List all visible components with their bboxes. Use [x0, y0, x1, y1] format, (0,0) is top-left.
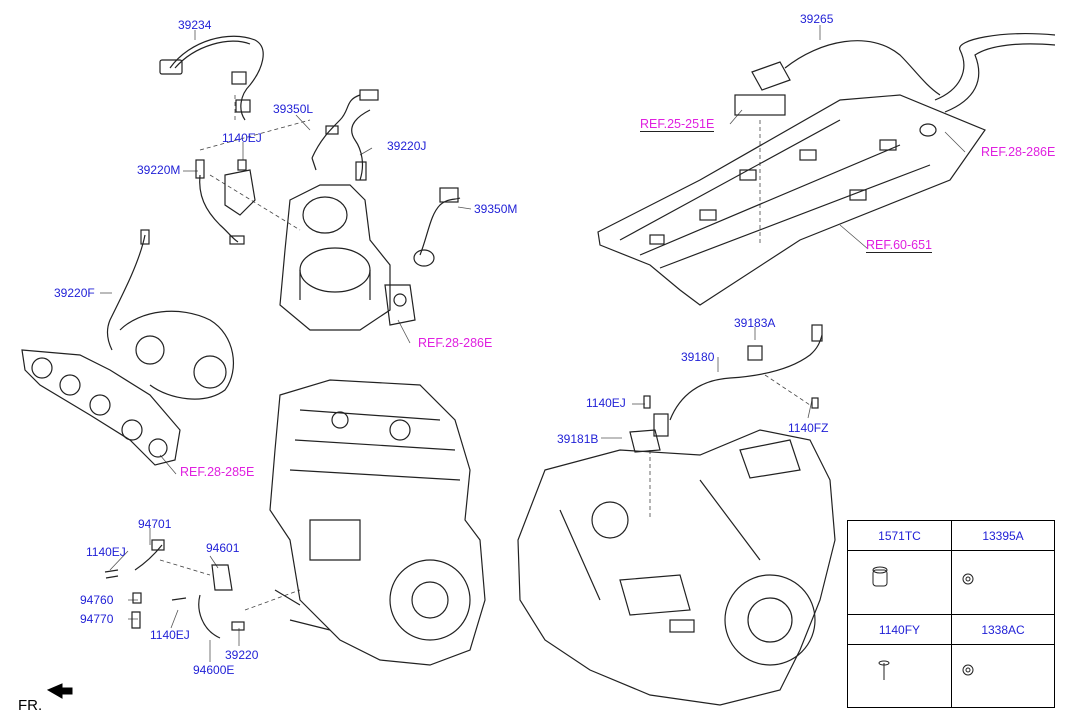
table-cell-13395a-image	[951, 551, 1055, 615]
part-39220m[interactable]: 39220M	[137, 163, 181, 177]
nox-sensor-39265	[734, 40, 941, 116]
floor-panel	[597, 94, 986, 306]
part-39220[interactable]: 39220	[225, 648, 259, 662]
sensor-39350L	[311, 89, 379, 171]
ref-28-286e-top[interactable]: REF.28-286E	[981, 145, 1056, 159]
table-header-1338ac[interactable]: 1338AC	[951, 615, 1055, 645]
sensor-39220F	[106, 229, 150, 351]
exhaust-pipe	[919, 33, 1056, 137]
sensor-94701	[104, 539, 165, 629]
part-94600e[interactable]: 94600E	[193, 663, 235, 677]
table-header-1140fy[interactable]: 1140FY	[848, 615, 952, 645]
table-header-1571tc[interactable]: 1571TC	[848, 521, 952, 551]
sensor-39180	[629, 324, 823, 453]
part-1140ej-top[interactable]: 1140EJ	[222, 131, 262, 145]
part-39220f[interactable]: 39220F	[54, 286, 95, 300]
sensor-39220J	[351, 109, 371, 181]
sensor-94601	[171, 564, 245, 639]
part-1140ej-mid[interactable]: 1140EJ	[586, 396, 626, 410]
table-header-13395a[interactable]: 13395A	[951, 521, 1055, 551]
part-94601[interactable]: 94601	[206, 541, 240, 555]
table-cell-1338ac-image	[951, 645, 1055, 707]
harness-39234	[159, 35, 264, 121]
bracket-1140EJ	[224, 159, 256, 216]
table-cell-1571tc-image	[848, 551, 952, 615]
part-1140ej-bottom[interactable]: 1140EJ	[150, 628, 190, 642]
sensor-39350M	[413, 187, 461, 267]
leader-lines	[100, 25, 966, 662]
exhaust-manifold	[21, 310, 234, 466]
part-94760[interactable]: 94760	[80, 593, 114, 607]
part-39350m[interactable]: 39350M	[474, 202, 518, 216]
part-39180[interactable]: 39180	[681, 350, 715, 364]
ref-28-285e[interactable]: REF.28-285E	[180, 465, 255, 479]
part-39234[interactable]: 39234	[178, 18, 212, 32]
part-39265[interactable]: 39265	[800, 12, 834, 26]
part-39183a[interactable]: 39183A	[734, 316, 776, 330]
front-direction-label: FR.	[18, 697, 43, 714]
part-1140ej-left[interactable]: 1140EJ	[86, 545, 126, 559]
table-icons	[872, 566, 974, 680]
part-39181b[interactable]: 39181B	[557, 432, 599, 446]
sensor-39220M	[195, 159, 245, 245]
part-39220j[interactable]: 39220J	[387, 139, 427, 153]
part-1140fz[interactable]: 1140FZ	[788, 421, 829, 435]
parts-table: 1571TC 13395A 1140FY 1338AC	[847, 520, 1055, 708]
front-arrow-icon	[46, 683, 73, 699]
ref-28-286e-mid[interactable]: REF.28-286E	[418, 336, 493, 350]
table-cell-1140fy-image	[848, 645, 952, 707]
ref-25-251e[interactable]: REF.25-251E	[640, 117, 715, 132]
part-94701[interactable]: 94701	[138, 517, 172, 531]
part-94770[interactable]: 94770	[80, 612, 114, 626]
catalytic-converter	[279, 184, 416, 331]
ref-60-651[interactable]: REF.60-651	[866, 238, 933, 253]
part-39350l[interactable]: 39350L	[273, 102, 314, 116]
engine-block	[269, 379, 486, 666]
transaxle	[517, 429, 836, 706]
